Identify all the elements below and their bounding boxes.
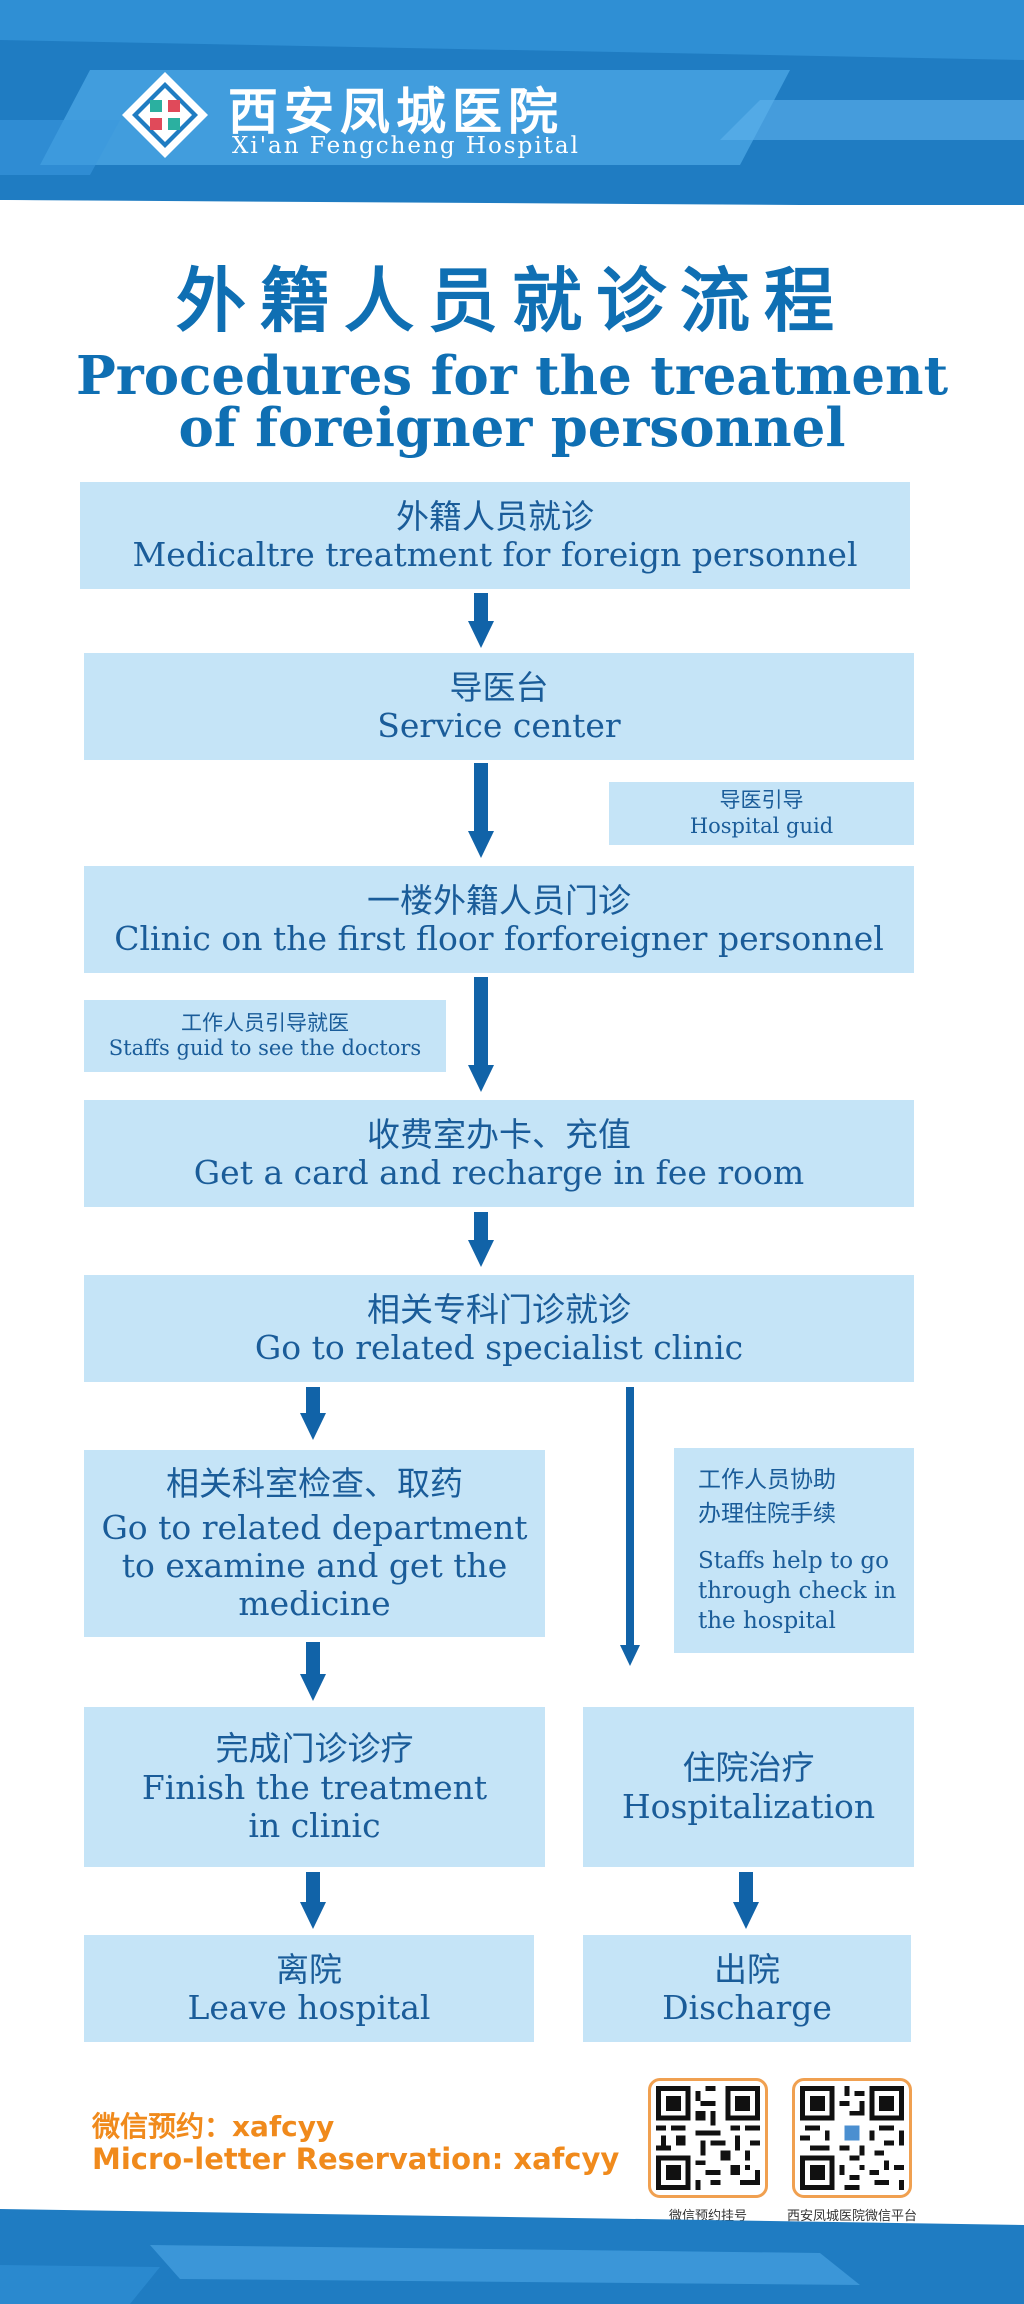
hospital-name-en: Xi'an Fengcheng Hospital: [232, 133, 580, 159]
step-label-en: Go to related department to examine and …: [101, 1508, 528, 1624]
note-label-cn: 导医引导: [719, 788, 804, 813]
qr-icon: [656, 2086, 760, 2190]
step-first-floor-clinic: 一楼外籍人员门诊 Clinic on the first floor forfo…: [84, 866, 914, 973]
footer-banner: [0, 2205, 1024, 2304]
step-label-en: Hospitalization: [621, 1786, 876, 1826]
step-label-en: Clinic on the first floor forforeigner p…: [114, 919, 884, 959]
arrow-3-4: [468, 977, 494, 1092]
footer-background: [0, 2209, 1024, 2304]
arrow-1-2: [468, 593, 494, 648]
step-label-en: Go to related specialist clinic: [254, 1328, 744, 1368]
step-label-cn: 相关专科门诊就诊: [367, 1289, 631, 1329]
step-examine-medicine: 相关科室检查、取药 Go to related department to ex…: [84, 1450, 545, 1637]
step-label-cn: 离院: [276, 1949, 342, 1989]
step-label-en: Medicaltre treatment for foreign personn…: [132, 535, 858, 575]
arrow-7-8: [300, 1872, 326, 1929]
qr-label-wechat-platform: 西安凤城医院微信平台: [786, 2209, 917, 2224]
step-hospitalization: 住院治疗 Hospitalization: [583, 1707, 914, 1867]
page-title-en-line2: of foreigner personnel: [178, 397, 846, 459]
qr-icon: [800, 2086, 904, 2190]
note-label-cn: 工作人员引导就医: [181, 1010, 349, 1035]
step-foreign-treatment: 外籍人员就诊 Medicaltre treatment for foreign …: [80, 482, 910, 589]
arrow-2-3: [468, 763, 494, 858]
note-hospital-guide: 导医引导 Hospital guid: [609, 782, 914, 845]
step-label-cn: 导医台: [449, 667, 549, 707]
step-label-en: Service center: [377, 706, 621, 746]
step-label-cn: 完成门诊诊疗: [215, 1729, 414, 1769]
qr-code-wechat-platform[interactable]: [792, 2078, 912, 2198]
step-label-cn: 出院: [714, 1949, 780, 1989]
hospital-logo: [120, 70, 210, 160]
arrow-9-10: [733, 1872, 759, 1929]
header-banner: 西安凤城医院 Xi'an Fengcheng Hospital: [0, 0, 1024, 205]
page-title-cn: 外籍人员就诊流程: [176, 260, 848, 342]
arrow-4-5: [468, 1212, 494, 1267]
step-label-en: Get a card and recharge in fee room: [193, 1153, 805, 1193]
note-staff-guide: 工作人员引导就医 Staffs guid to see the doctors: [84, 1000, 446, 1072]
step-label-cn: 一楼外籍人员门诊: [367, 880, 631, 920]
hospital-name-cn: 西安凤城医院: [228, 82, 564, 141]
step-leave-hospital: 离院 Leave hospital: [84, 1935, 534, 2042]
note-label-en: Staffs guid to see the doctors: [108, 1036, 422, 1060]
step-card-recharge: 收费室办卡、充值 Get a card and recharge in fee …: [84, 1100, 914, 1207]
wechat-reservation-cn: 微信预约：xafcyy: [92, 2110, 335, 2143]
step-label-cn: 收费室办卡、充值: [367, 1114, 631, 1154]
step-label-cn: 相关科室检查、取药: [166, 1463, 463, 1503]
step-service-center: 导医台 Service center: [84, 653, 914, 760]
step-discharge: 出院 Discharge: [583, 1935, 911, 2042]
note-staff-help-checkin: 工作人员协助 办理住院手续 Staffs help to go through …: [674, 1448, 914, 1653]
step-label-cn: 住院治疗: [682, 1748, 815, 1788]
step-label-en: Discharge: [662, 1988, 832, 2028]
qr-code-reservation[interactable]: [648, 2078, 768, 2198]
note-label-en: Staffs help to go through check in the h…: [698, 1548, 897, 1634]
arrow-5-6: [300, 1387, 326, 1440]
step-label-en: Finish the treatment in clinic: [141, 1767, 488, 1845]
step-specialist-clinic: 相关专科门诊就诊 Go to related specialist clinic: [84, 1275, 914, 1382]
step-label-en: Leave hospital: [187, 1988, 431, 2028]
arrow-6-7: [300, 1642, 326, 1701]
note-label-cn: 工作人员协助 办理住院手续: [698, 1467, 836, 1527]
step-label-cn: 外籍人员就诊: [396, 496, 594, 536]
wechat-reservation-en: Micro-letter Reservation: xafcyy: [92, 2142, 620, 2176]
header-background: [0, 0, 1024, 205]
page-title-en-line1: Procedures for the treatment: [75, 345, 949, 407]
note-label-en: Hospital guid: [689, 813, 834, 838]
arrow-5-9: [620, 1387, 640, 1666]
step-finish-clinic: 完成门诊诊疗 Finish the treatment in clinic: [84, 1707, 545, 1867]
